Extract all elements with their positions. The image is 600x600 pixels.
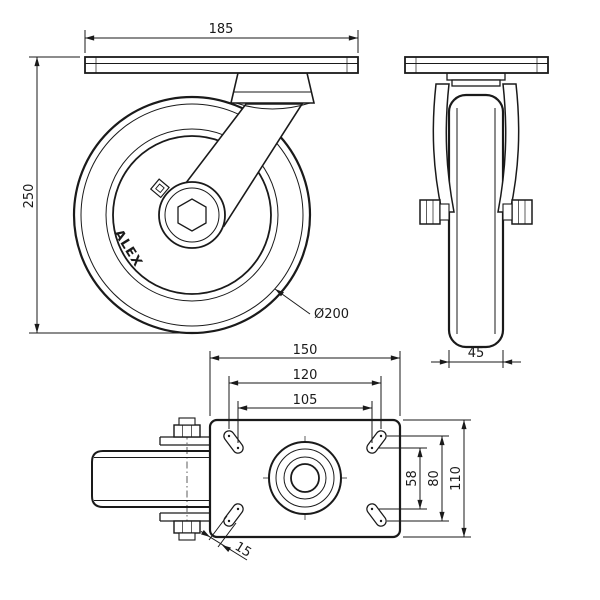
- grease-fitting: [149, 178, 170, 199]
- axle-nut-right: [502, 199, 533, 225]
- dim-label-58: 58: [405, 470, 420, 487]
- dim-150: 150: [209, 343, 401, 416]
- hub-inner-circle: [164, 187, 220, 243]
- dim-label-150: 150: [293, 343, 318, 358]
- dim-250: 250: [22, 56, 188, 334]
- dim-label-diameter: Ø200: [314, 307, 349, 322]
- axle-hex-nut: [177, 198, 207, 232]
- dim-label-185: 185: [209, 22, 234, 37]
- top-plate-front: [404, 56, 549, 74]
- fork-leg-right: [497, 83, 520, 213]
- dim-label-105: 105: [293, 393, 318, 408]
- dim-label-80: 80: [427, 470, 442, 487]
- side-view: ALEX 185 250: [22, 22, 359, 335]
- fork-leg-plan-bottom: [159, 512, 212, 541]
- dim-wheel-diameter: Ø200: [274, 288, 349, 322]
- wheel-rim-inner-circle: [112, 135, 272, 295]
- dim-105: 105: [237, 393, 373, 443]
- dim-label-45: 45: [468, 346, 485, 361]
- fork-leg-plan-top: [159, 417, 212, 446]
- dim-185: 185: [84, 22, 359, 53]
- dim-58: 58: [379, 447, 427, 510]
- axle-nut-left: [419, 199, 450, 225]
- wheel-plan: [91, 450, 212, 508]
- wheel-rim-outer-circle: [105, 128, 279, 302]
- hub-outer-circle: [158, 181, 226, 249]
- dim-110: 110: [403, 419, 471, 538]
- wheel-tire-inner-circle: [80, 103, 304, 327]
- dim-15: 15: [200, 515, 254, 561]
- swivel-head: [229, 72, 316, 104]
- top-plate-side: [84, 56, 359, 74]
- dim-120: 120: [228, 368, 382, 429]
- wheel-outer-circle: [72, 95, 312, 335]
- swivel-raceway: [446, 72, 506, 81]
- plan-view: 150 120 105 58 80: [91, 343, 471, 561]
- dim-45: 45: [431, 346, 521, 368]
- wheel-front: [447, 93, 505, 349]
- dim-label-120: 120: [293, 368, 318, 383]
- dim-80: 80: [387, 435, 449, 522]
- wheel-brand-label: ALEX: [111, 227, 146, 270]
- dim-label-250: 250: [22, 184, 37, 209]
- bolt-slots: [223, 430, 387, 527]
- dim-label-15: 15: [232, 539, 254, 560]
- swivel-raceway-plan: [263, 436, 347, 520]
- dim-label-110: 110: [449, 466, 464, 491]
- front-view: 45: [404, 56, 549, 368]
- fork-leg-left: [432, 83, 455, 213]
